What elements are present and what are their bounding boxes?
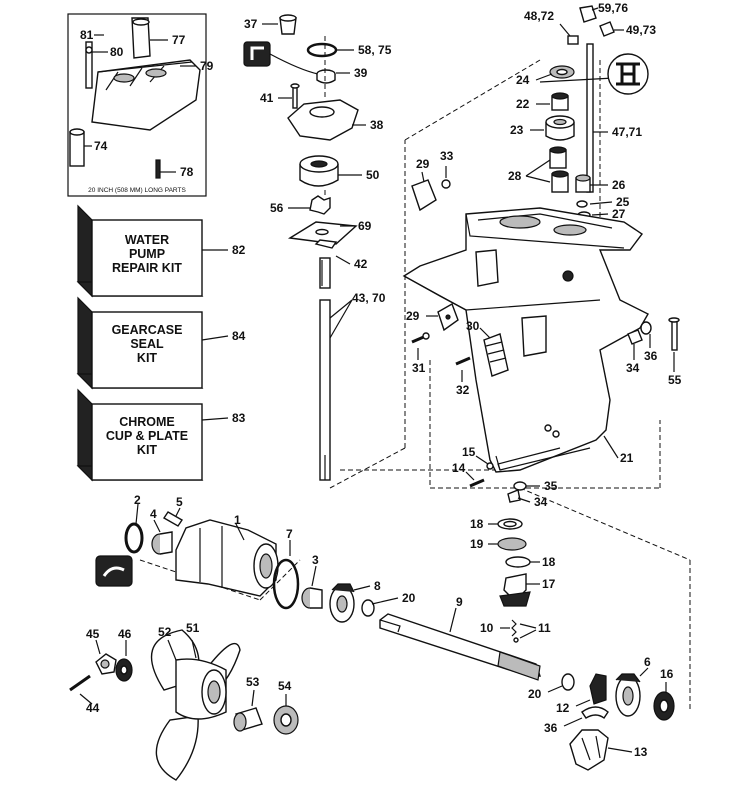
callout: 27 xyxy=(612,207,626,221)
callout: 15 xyxy=(462,445,476,459)
callout: 20 xyxy=(528,687,542,701)
callout: 31 xyxy=(412,361,426,375)
kit-water-pump xyxy=(76,204,228,298)
callout: 59,76 xyxy=(598,1,628,15)
forward-gear-group xyxy=(547,667,675,771)
callout: 52 xyxy=(158,625,172,639)
callout: 54 xyxy=(278,679,292,693)
callout: 9 xyxy=(456,595,463,609)
callout: 77 xyxy=(172,33,186,47)
callout: 18 xyxy=(542,555,556,569)
callout: 44 xyxy=(86,701,100,715)
callout: 35 xyxy=(544,479,558,493)
callout: 29 xyxy=(406,309,420,323)
bearing-housing-group xyxy=(95,503,399,623)
kit-chrome-line1: CHROME xyxy=(119,415,175,429)
callout: 37 xyxy=(244,17,258,31)
water-pump-stack xyxy=(243,14,366,481)
callout: 30 xyxy=(466,319,480,333)
propeller-group xyxy=(69,629,299,781)
callout: 78 xyxy=(180,165,194,179)
callout: 11 xyxy=(538,621,551,635)
callout: 20 xyxy=(402,591,416,605)
callout: 10 xyxy=(480,621,494,635)
kit-gearcase-seal-line1: GEARCASE xyxy=(112,323,183,337)
kit-gearcase-seal-line3: KIT xyxy=(137,351,158,365)
callout: 33 xyxy=(440,149,454,163)
callout: 79 xyxy=(200,59,214,73)
callout: 23 xyxy=(510,123,524,137)
kit-chrome-cup-plate xyxy=(76,388,229,482)
callout: 74 xyxy=(94,139,108,153)
callout: 36 xyxy=(544,721,558,735)
kit-gearcase-seal-line2: SEAL xyxy=(130,337,164,351)
callout: 50 xyxy=(366,168,380,182)
callout: 58, 75 xyxy=(358,43,392,57)
inset-long-parts xyxy=(67,13,207,197)
callout: 43, 70 xyxy=(352,291,386,305)
kit-chrome-number: 83 xyxy=(232,411,246,425)
callout: 8 xyxy=(374,579,381,593)
callout: 13 xyxy=(634,745,648,759)
callout: 18 xyxy=(470,517,484,531)
callout: 41 xyxy=(260,91,274,105)
callout: 53 xyxy=(246,675,260,689)
callout: 2 xyxy=(134,493,141,507)
callout: 22 xyxy=(516,97,530,111)
callout: 42 xyxy=(354,257,368,271)
callout: 81 xyxy=(80,28,94,42)
callout: 26 xyxy=(612,178,626,192)
callout: 5 xyxy=(176,495,183,509)
kit-gearcase-seal-number: 84 xyxy=(232,329,246,343)
callout: 56 xyxy=(270,201,284,215)
kit-chrome-line3: KIT xyxy=(137,443,158,457)
callout: 46 xyxy=(118,627,132,641)
callout: 32 xyxy=(456,383,470,397)
propeller-shaft xyxy=(379,607,541,681)
callout: 36 xyxy=(644,349,658,363)
callout: 34 xyxy=(534,495,548,509)
callout: 29 xyxy=(416,157,430,171)
inset-note: 20 INCH (508 MM) LONG PARTS xyxy=(88,187,186,194)
kit-chrome-line2: CUP & PLATE xyxy=(106,429,188,443)
callout: 80 xyxy=(110,45,124,59)
callout: 21 xyxy=(620,451,634,465)
callout: 24 xyxy=(516,73,530,87)
callout: 17 xyxy=(542,577,556,591)
pinion-gear-group xyxy=(488,518,540,607)
kit-water-pump-line3: REPAIR KIT xyxy=(112,261,182,275)
callout: 55 xyxy=(668,373,682,387)
kit-water-pump-number: 82 xyxy=(232,243,246,257)
callout: 6 xyxy=(644,655,651,669)
callout: 25 xyxy=(616,195,630,209)
callout: 16 xyxy=(660,667,674,681)
callout: 14 xyxy=(452,461,466,475)
callout: 51 xyxy=(186,621,200,635)
callout: 28 xyxy=(508,169,522,183)
assembly-guide-lines xyxy=(139,59,691,710)
callout: 49,73 xyxy=(626,23,656,37)
callout: 12 xyxy=(556,701,570,715)
kit-water-pump-line1: WATER xyxy=(125,233,169,247)
callout: 19 xyxy=(470,537,484,551)
callout: 34 xyxy=(626,361,640,375)
callout: 38 xyxy=(370,118,384,132)
callout: 45 xyxy=(86,627,100,641)
gearcase-fasteners xyxy=(411,166,680,503)
kit-water-pump-line2: PUMP xyxy=(129,247,165,261)
callout: 47,71 xyxy=(612,125,642,139)
callout: 4 xyxy=(150,507,157,521)
callout: 3 xyxy=(312,553,319,567)
kit-gearcase-seal xyxy=(76,296,229,390)
callout-labels: 81 77 80 79 74 78 37 58, 75 39 41 38 50 … xyxy=(80,1,682,759)
gearcase-housing xyxy=(402,207,649,473)
callout: 69 xyxy=(358,219,372,233)
shift-rod-stack xyxy=(525,5,649,219)
callout: 48,72 xyxy=(524,9,554,23)
callout: 1 xyxy=(234,513,241,527)
callout: 7 xyxy=(286,527,293,541)
callout: 39 xyxy=(354,66,368,80)
